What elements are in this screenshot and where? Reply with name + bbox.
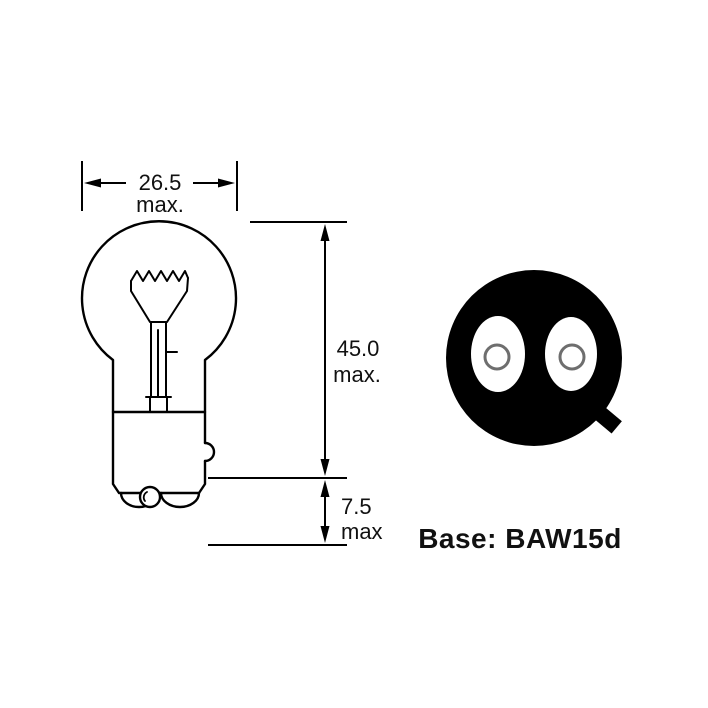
cap-outline (111, 410, 207, 495)
contact-pin-left (483, 343, 511, 371)
height-dim-qualifier: max. (333, 362, 381, 387)
base-arrowhead-bottom (320, 526, 330, 543)
index-notch (588, 402, 622, 434)
cap-side-pin (203, 441, 216, 463)
filament-coil (130, 270, 189, 282)
base-height-dim-value: 7.5 (341, 494, 372, 519)
filament-support-right (166, 277, 189, 323)
base-cap-body (446, 270, 622, 446)
base-height-dim-qualifier: max (341, 519, 383, 544)
cap-front-pin (138, 485, 162, 509)
width-arrowhead-left (84, 178, 101, 188)
height-arrowhead-top (320, 224, 330, 241)
base-type-label: Base: BAW15d (418, 523, 622, 554)
height-dim-value: 45.0 (337, 336, 380, 361)
dimension-labels: 26.5 max. 45.0 max. 7.5 max (136, 170, 382, 544)
width-arrowhead-right (218, 178, 235, 188)
filament-support-left (130, 280, 151, 323)
dimension-lines (81, 161, 347, 546)
contact-pin-right (558, 343, 586, 371)
glass-stem (145, 321, 172, 413)
bulb-glass-outline (80, 220, 238, 414)
width-dim-qualifier: max. (136, 192, 184, 217)
base-arrowhead-top (320, 480, 330, 497)
height-arrowhead-bottom (320, 459, 330, 476)
bulb-base-end-view (446, 270, 622, 446)
contact-bump-right (159, 491, 201, 509)
width-dim-value: 26.5 (139, 170, 182, 195)
bulb-side-view (80, 220, 238, 509)
cap-front-pin-mark (142, 491, 148, 502)
